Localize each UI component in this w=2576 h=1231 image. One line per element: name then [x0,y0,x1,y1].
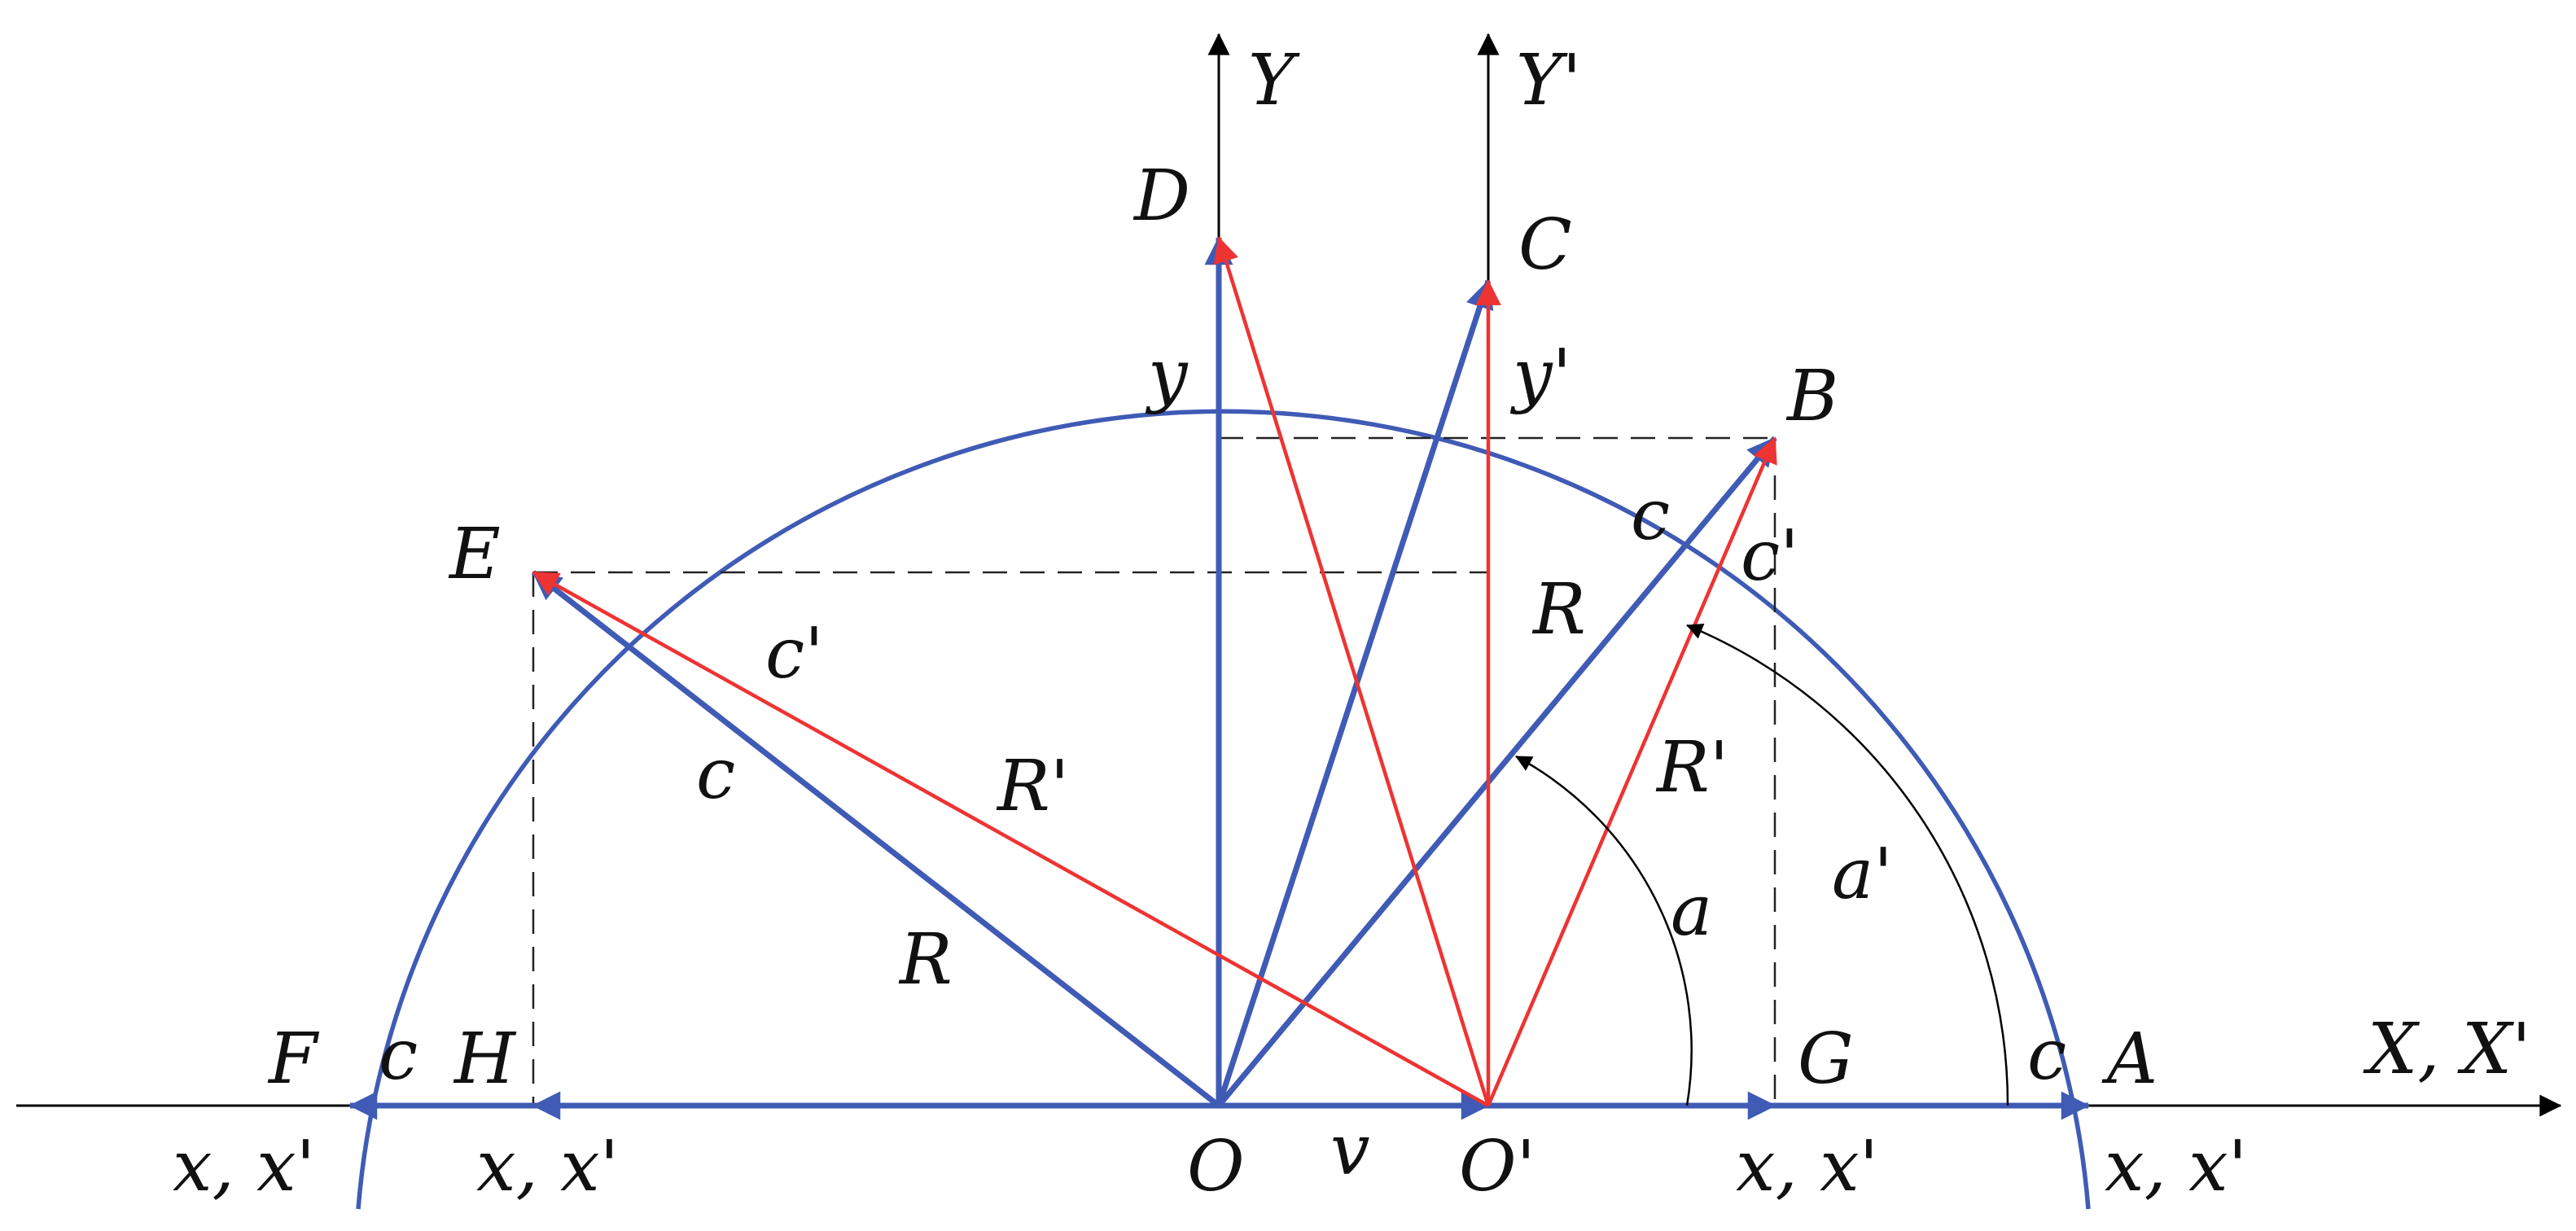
coord-label-xx-far-left: x, x' [173,1126,315,1207]
point-label-c: C [1518,204,1572,286]
label-r-prime-oe: R' [996,746,1069,827]
label-c-ob: c [1631,475,1670,556]
label-c-a: c [2027,1014,2066,1096]
vector-o-to-c [1216,279,1494,1107]
coord-label-y: y [1145,335,1189,416]
angle-alpha-prime-arc [1686,624,2009,1106]
point-label-d: D [1132,156,1190,237]
point-label-g: G [1798,1019,1854,1100]
coord-label-xx-far-right: x, x' [2105,1126,2247,1207]
coord-label-xx-right-mid: x, x' [1736,1126,1878,1207]
semicircle-arc [356,409,2091,1210]
label-alpha: a [1671,870,1712,952]
vector-o-to-b [1216,436,1777,1108]
label-r-oe: R [898,919,953,1001]
label-r-prime-ob: R' [1655,727,1728,808]
label-c-prime-oe: c' [765,613,824,694]
label-v: v [1330,1110,1370,1191]
vector-o-prime-to-e [532,571,1490,1107]
y-axis-label: Y [1248,40,1300,121]
vector-o-prime-to-d [1213,236,1491,1106]
point-label-e: E [448,514,501,595]
label-c-f: c [379,1014,418,1096]
vector-o-to-e [531,570,1221,1108]
point-label-h: H [453,1019,517,1100]
label-r-ob: R [1531,569,1586,651]
point-label-a: A [2101,1019,2158,1100]
label-c-oe: c [696,734,735,815]
x-axis-label: X, X' [2363,1009,2531,1090]
point-label-b: B [1785,356,1838,437]
label-c-prime-ob: c' [1741,515,1799,597]
point-label-o-prime: O' [1459,1126,1536,1207]
angle-alpha-arc [1515,755,1693,1106]
vector-o-prime-to-b [1486,436,1777,1106]
coord-label-y-prime: y' [1509,335,1571,416]
point-label-o: O [1187,1126,1245,1207]
coord-label-xx-left: x, x' [476,1126,619,1207]
label-alpha-prime: a' [1832,834,1893,915]
y-prime-axis-label: Y' [1516,40,1581,121]
point-label-f: F [267,1019,320,1100]
